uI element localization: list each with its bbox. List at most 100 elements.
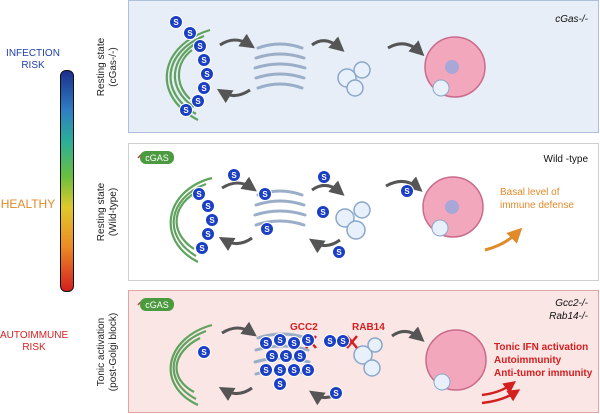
sting-molecule: S [193, 39, 207, 53]
svg-text:S: S [201, 348, 207, 357]
svg-text:S: S [320, 208, 326, 217]
sting-molecule: S [336, 334, 350, 348]
svg-text:S: S [291, 366, 297, 375]
vesicles [337, 61, 371, 97]
svg-text:S: S [297, 352, 303, 361]
sting-molecule: S [259, 363, 273, 377]
svg-text:S: S [264, 225, 270, 234]
lysosome [422, 176, 484, 238]
sting-molecule: S [316, 205, 330, 219]
svg-text:S: S [197, 42, 203, 51]
svg-text:S: S [204, 70, 210, 79]
sting-molecule: S [197, 345, 211, 359]
genotype-label-cgas: cGas-/- [555, 14, 588, 25]
sting-molecule: S [273, 333, 287, 347]
svg-text:S: S [231, 171, 237, 180]
golgi-organelle [253, 42, 307, 90]
genotype-label-wildtype: Wild -type [543, 154, 588, 165]
sting-molecule: S [332, 245, 346, 259]
lysosome [424, 36, 486, 98]
sting-molecule: S [259, 336, 273, 350]
svg-text:S: S [305, 336, 311, 345]
sting-molecule: S [400, 184, 414, 198]
svg-text:S: S [269, 352, 275, 361]
risk-gradient-bar [60, 70, 74, 292]
svg-text:S: S [336, 248, 342, 257]
svg-text:S: S [209, 216, 215, 225]
sting-molecule: S [179, 103, 193, 117]
sting-molecule: S [227, 168, 241, 182]
svg-text:S: S [201, 56, 207, 65]
sting-molecule: S [200, 67, 214, 81]
cgas-enzyme-badge: cGAS [137, 298, 174, 311]
sting-molecule: S [195, 241, 209, 255]
sting-molecule: S [191, 94, 205, 108]
sting-molecule: S [205, 213, 219, 227]
svg-text:S: S [277, 336, 283, 345]
svg-text:S: S [277, 366, 283, 375]
lysosome [425, 329, 487, 391]
svg-text:S: S [277, 380, 283, 389]
sting-molecule: S [260, 222, 274, 236]
svg-text:S: S [263, 339, 269, 348]
svg-text:S: S [262, 190, 268, 199]
svg-text:S: S [196, 190, 202, 199]
svg-text:S: S [333, 389, 339, 398]
svg-text:S: S [291, 339, 297, 348]
infection-risk-label: INFECTION RISK [6, 48, 60, 71]
svg-text:S: S [201, 84, 207, 93]
outcome-tonic-ifn: Tonic IFN activation Autoimmunity Anti-t… [494, 342, 593, 379]
rab14-label: RAB14 [352, 322, 385, 333]
sting-molecule: S [258, 187, 272, 201]
sting-molecule: S [201, 227, 215, 241]
sting-molecule: S [183, 26, 197, 40]
sting-molecule: S [192, 187, 206, 201]
genotype-label-gcc2-rab14: Gcc2-/- Rab14-/- [549, 298, 588, 322]
sting-molecule: S [329, 386, 343, 400]
svg-text:S: S [263, 366, 269, 375]
autoimmune-risk-label: AUTOIMMUNE RISK [0, 330, 69, 353]
sting-molecule: S [265, 349, 279, 363]
sting-molecule: S [197, 81, 211, 95]
sting-molecule: S [293, 349, 307, 363]
svg-text:S: S [321, 173, 327, 182]
er-organelle [169, 323, 213, 406]
vesicles [353, 337, 383, 377]
arrows [218, 176, 423, 254]
sting-molecule: S [273, 363, 287, 377]
cgas-label: cGAS [145, 153, 169, 163]
outcome-basal-defense: Basal level of immune defense [500, 187, 574, 211]
sting-molecule: S [301, 333, 315, 347]
svg-text:S: S [183, 106, 189, 115]
svg-text:S: S [305, 366, 311, 375]
sting-molecule: S [273, 377, 287, 391]
sting-molecule: S [169, 15, 183, 29]
sting-molecule: S [301, 363, 315, 377]
svg-text:S: S [404, 187, 410, 196]
cgas-label: cGAS [145, 300, 169, 310]
svg-text:S: S [173, 18, 179, 27]
cgas-enzyme-badge: cGAS [137, 151, 174, 164]
sting-molecule: S [197, 53, 211, 67]
svg-text:S: S [187, 29, 193, 38]
healthy-label: HEALTHY [0, 197, 56, 211]
svg-text:S: S [205, 230, 211, 239]
arrows [218, 321, 425, 406]
svg-text:S: S [199, 244, 205, 253]
orange-output-arrow [484, 227, 523, 252]
svg-text:S: S [205, 202, 211, 211]
vesicles [335, 201, 371, 240]
arrows [216, 33, 425, 104]
sting-molecule: S [287, 336, 301, 350]
svg-text:S: S [283, 352, 289, 361]
sting-molecule: S [323, 334, 337, 348]
red-output-arrows [481, 381, 521, 405]
sting-molecule: S [287, 363, 301, 377]
sting-molecule: S [201, 199, 215, 213]
svg-text:S: S [195, 97, 201, 106]
svg-text:S: S [327, 337, 333, 346]
sting-molecule: S [279, 349, 293, 363]
sting-molecule: S [317, 170, 331, 184]
